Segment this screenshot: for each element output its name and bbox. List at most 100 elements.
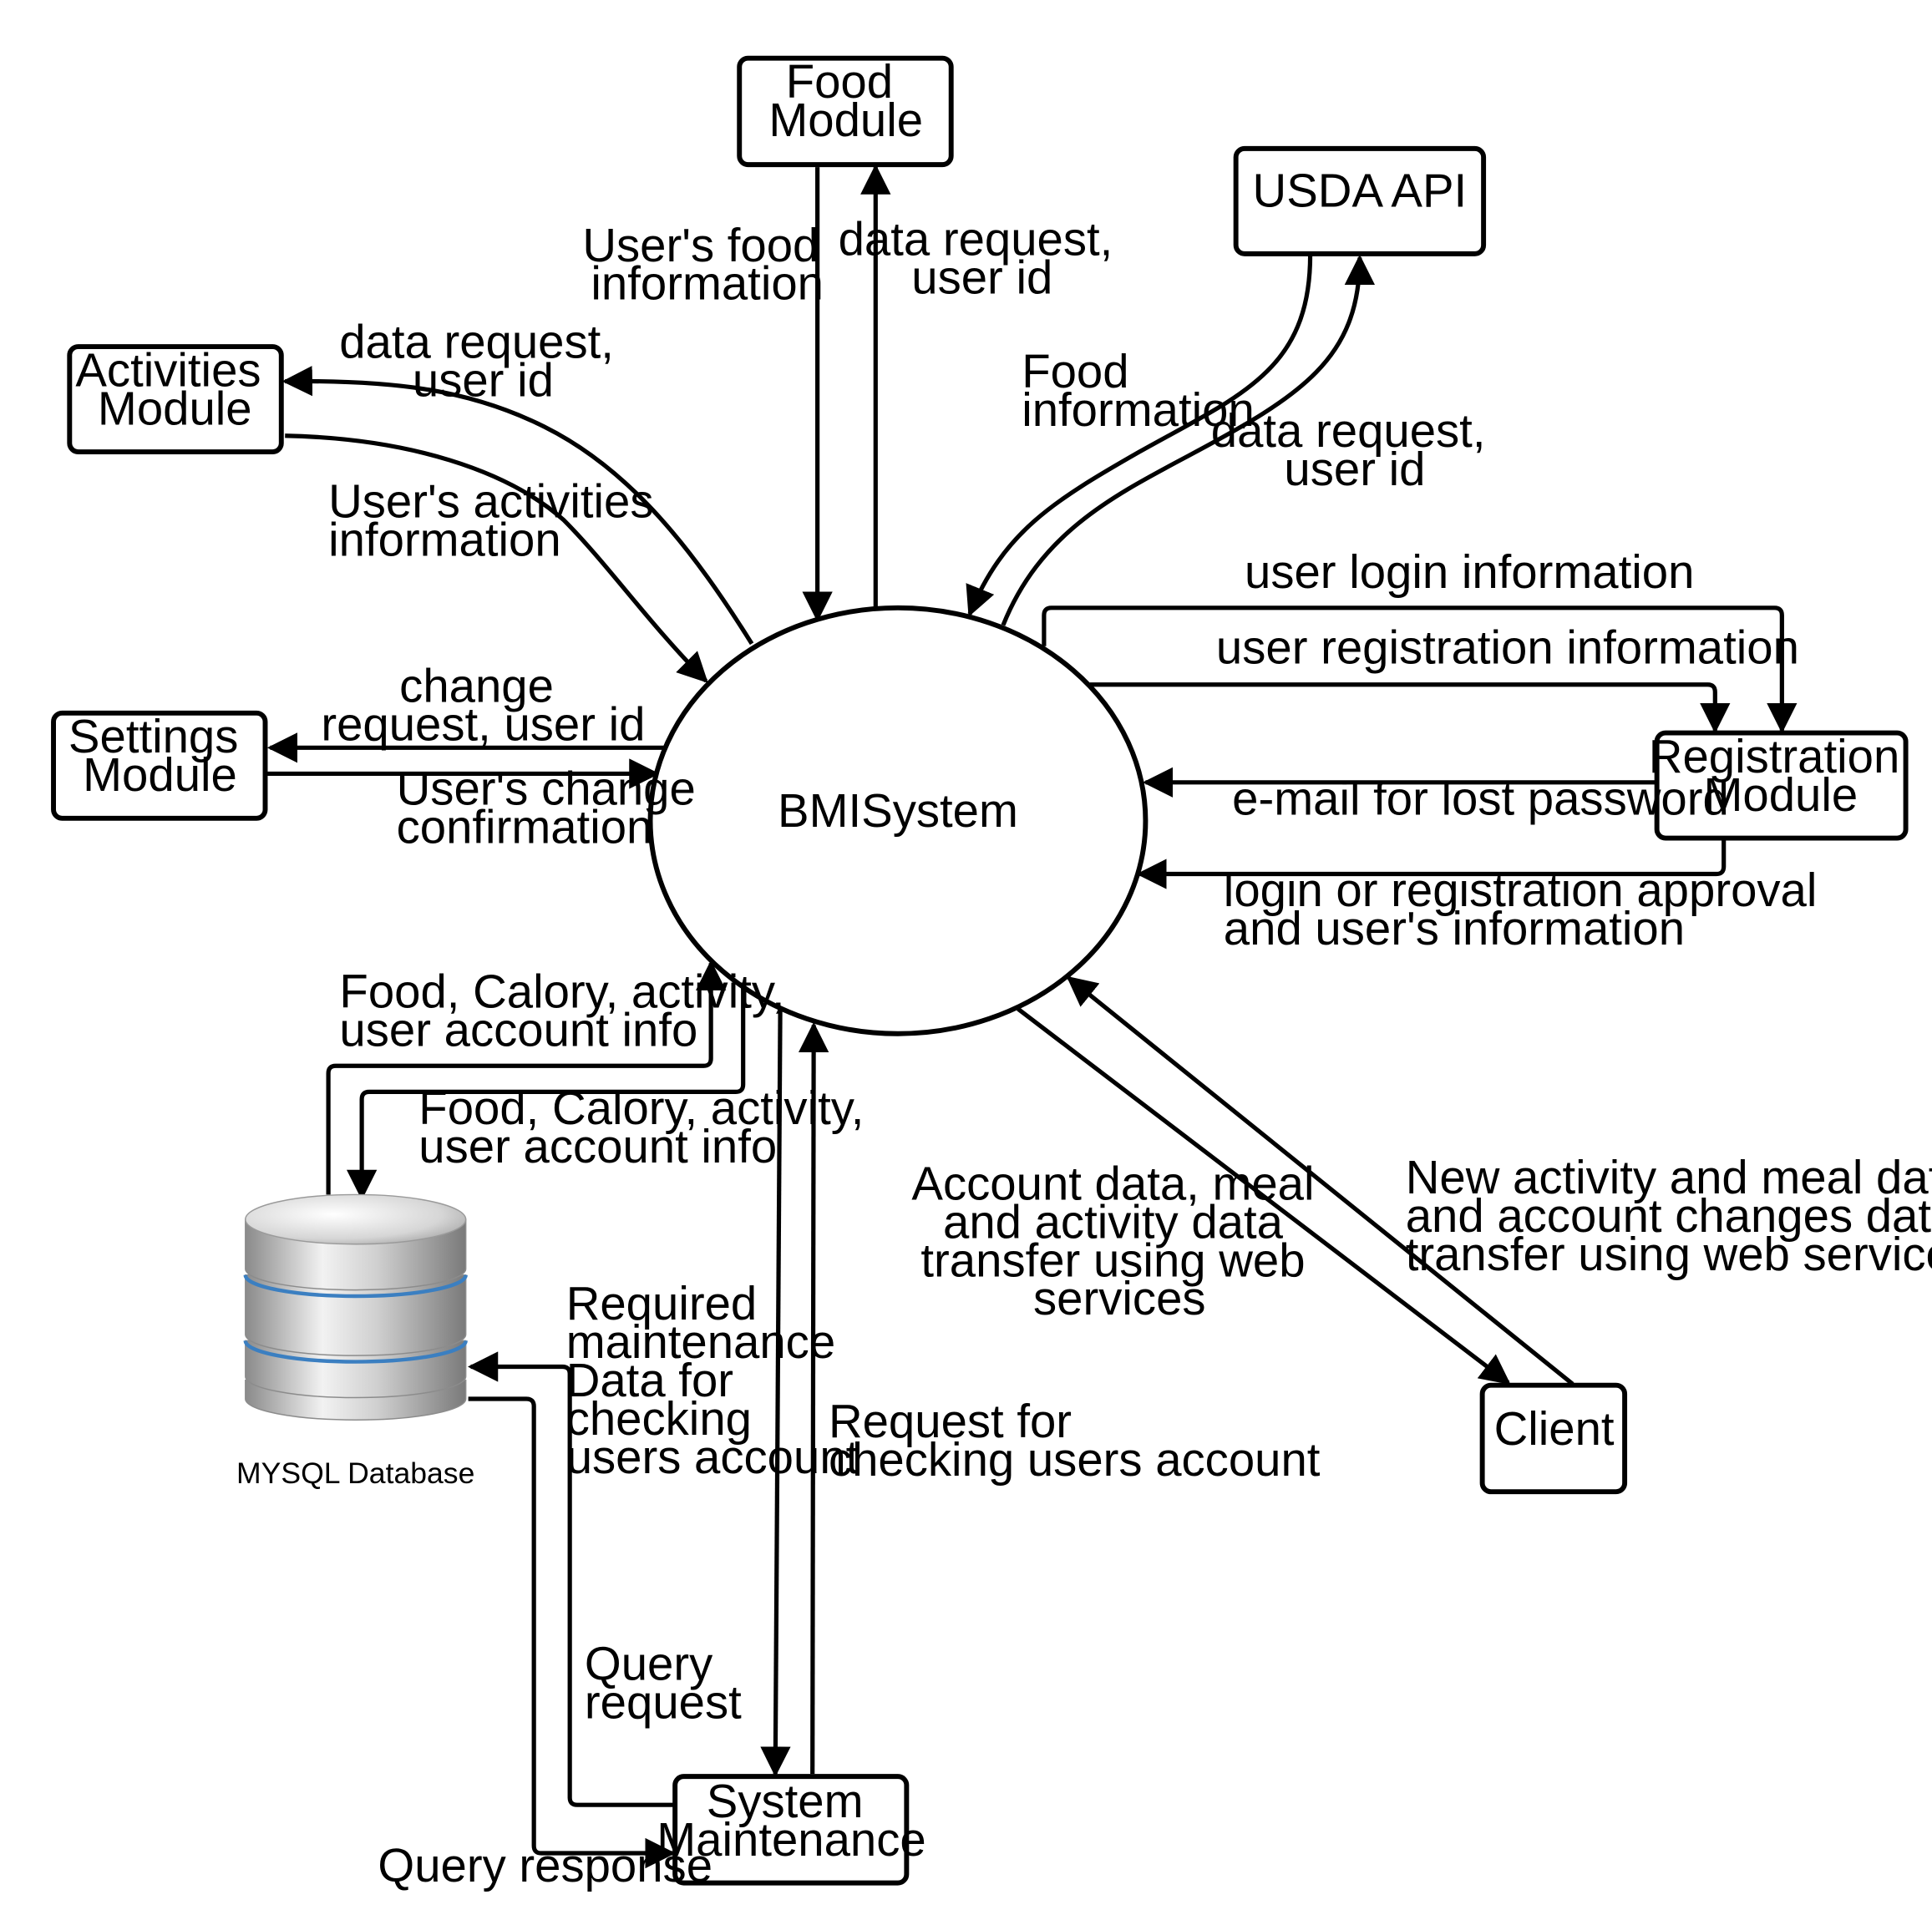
svg-text:User's change confirmati: User's change confirmation: [397, 762, 709, 854]
client-out-label-1: New activity and meal data: [1406, 1151, 1932, 1203]
arrow-db-to-maintenance: [468, 1396, 676, 1869]
svg-text:Account data, meal and a: Account data, meal and activity data tra…: [911, 1157, 1327, 1325]
svg-text:Settings Module: Settings Module: [68, 710, 251, 801]
arrow-system-to-maintenance: [760, 1002, 791, 1777]
reg-email-label: e-mail for lost password: [1232, 772, 1729, 824]
activities-module-line-2: Module: [98, 382, 252, 434]
arrow-db-to-system: [326, 960, 727, 1195]
settings-in-label-1: change: [399, 659, 554, 712]
svg-text:Query request: Query request: [585, 1638, 742, 1729]
activities-out-label-1: User's activities: [328, 475, 653, 528]
mysql-database[interactable]: MYSQL Database: [236, 1193, 474, 1490]
center-process[interactable]: BMISystem: [647, 605, 1149, 1036]
client-in-label-3: transfer using web: [920, 1234, 1305, 1286]
usda-out-label-1: Food: [1022, 345, 1128, 398]
usda-out-label-2: information: [1022, 383, 1255, 436]
arrow-client-to-system: [1066, 975, 1575, 1386]
arrow-maintenance-to-system: [798, 1021, 829, 1775]
arrow-system-to-db: [346, 986, 746, 1201]
svg-text:Food, Calory, activity,: Food, Calory, activity, user account inf…: [339, 965, 798, 1056]
activities-in-label-1: data request,: [339, 315, 614, 367]
client-in-label-4: services: [1033, 1272, 1206, 1325]
maint-required-label-4: checking: [566, 1392, 752, 1445]
svg-text:User's food information: User's food information: [582, 219, 832, 310]
settings-module-line-2: Module: [83, 748, 237, 801]
food-module[interactable]: Food Module: [737, 55, 954, 168]
arrow-register-to-registration: [1089, 682, 1731, 734]
db-out-label-1: Food, Calory, activity,: [339, 965, 784, 1018]
usda-api[interactable]: USDA API: [1233, 145, 1487, 256]
settings-out-label-2: confirmation: [397, 800, 653, 853]
svg-text:Food information: Food information: [1022, 345, 1255, 436]
database-label: MYSQL Database: [236, 1456, 474, 1490]
client-in-label-1: Account data, meal: [911, 1157, 1314, 1209]
maint-required-label-5: users account: [566, 1431, 860, 1483]
arrow-system-to-activities: [281, 366, 754, 646]
query-request-label-1: Query: [585, 1638, 713, 1690]
db-in-label-2: user account info: [418, 1120, 777, 1173]
center-label: BMISystem: [778, 784, 1018, 837]
svg-text:data request, user id: data request, user id: [839, 212, 1126, 303]
client-out-label-2: and account changes data: [1406, 1189, 1932, 1242]
maint-request-label-1: Request for: [829, 1395, 1072, 1447]
system-maintenance-line-2: Maintenance: [657, 1813, 925, 1866]
svg-text:Food, Calory, activity,: Food, Calory, activity, user account inf…: [418, 1082, 877, 1173]
food-out-label-1: User's food: [582, 219, 819, 271]
svg-text:New activity and meal data: New activity and meal data and account c…: [1406, 1151, 1932, 1280]
settings-module-line-1: Settings: [68, 710, 238, 762]
client-out-label-3: transfer using web services: [1406, 1228, 1932, 1280]
usda-api-label: USDA API: [1253, 165, 1468, 217]
svg-text:Food Module: Food Module: [768, 55, 923, 146]
svg-text:Activities Module: Activities Module: [75, 343, 274, 434]
maint-required-label-2: maintenance: [566, 1315, 835, 1368]
settings-out-label-1: User's change: [397, 762, 696, 815]
activities-module[interactable]: Activities Module: [67, 343, 284, 455]
food-out-label-2: information: [591, 257, 824, 310]
arrow-approval-to-system: [1136, 839, 1727, 889]
svg-text:User's activities inform: User's activities information: [328, 475, 667, 566]
reg-login-label: user login information: [1245, 545, 1694, 598]
arrow-usda-to-system: [966, 255, 1313, 617]
db-out-label-2: user account info: [339, 1004, 697, 1056]
reg-register-label: user registration information: [1216, 621, 1799, 674]
arrow-system-to-client: [1017, 1007, 1511, 1385]
arrow-maintenance-to-db: [467, 1351, 676, 1807]
reg-approval-label-1: login or registration approval: [1224, 864, 1818, 916]
svg-text:Request for checking use: Request for checking users account: [829, 1395, 1321, 1486]
svg-text:data request, user id: data request, user id: [339, 315, 626, 406]
arrow-login-to-registration: [1042, 605, 1798, 734]
maint-required-label-1: Required: [566, 1277, 758, 1330]
svg-text:login or registration approval: login or registration approval and user'…: [1224, 864, 1830, 955]
query-request-label-2: request: [585, 1675, 742, 1728]
arrow-activities-to-system: [285, 433, 708, 683]
svg-text:change request, user id: change request, user id: [321, 659, 645, 750]
system-maintenance[interactable]: System Maintenance: [657, 1774, 926, 1886]
query-response-label: Query response: [378, 1839, 712, 1892]
registration-module-line-1: Registration: [1649, 730, 1899, 783]
registration-module-line-2: Module: [1704, 768, 1858, 821]
svg-text:Required maintenance: Required maintenance Data for checking u…: [566, 1277, 860, 1483]
settings-module[interactable]: Settings Module: [51, 710, 268, 821]
maint-request-label-2: checking users account: [829, 1433, 1321, 1486]
usda-in-label-2: user id: [1284, 443, 1425, 495]
svg-text:data request, user id: data request, user id: [1211, 404, 1498, 495]
client-label: Client: [1494, 1402, 1615, 1455]
food-in-label-2: user id: [911, 251, 1052, 303]
flow-lines: [266, 164, 1798, 1869]
maint-required-label-3: Data for: [566, 1354, 733, 1406]
food-module-line-2: Module: [768, 94, 923, 146]
settings-in-label-2: request, user id: [321, 697, 645, 750]
system-maintenance-line-1: System: [707, 1775, 864, 1827]
arrow-system-to-usda: [1001, 254, 1376, 626]
db-in-label-1: Food, Calory, activity,: [418, 1082, 864, 1134]
food-module-line-1: Food: [786, 55, 893, 108]
database-icon: [243, 1193, 468, 1421]
client[interactable]: Client: [1479, 1382, 1628, 1495]
svg-text:Registration Module: Registration Module: [1649, 730, 1913, 821]
food-in-label-1: data request,: [839, 212, 1113, 265]
activities-in-label-2: user id: [413, 353, 554, 406]
usda-in-label-1: data request,: [1211, 404, 1486, 457]
reg-approval-label-2: and user's information: [1224, 902, 1685, 955]
registration-module[interactable]: Registration Module: [1649, 730, 1913, 841]
